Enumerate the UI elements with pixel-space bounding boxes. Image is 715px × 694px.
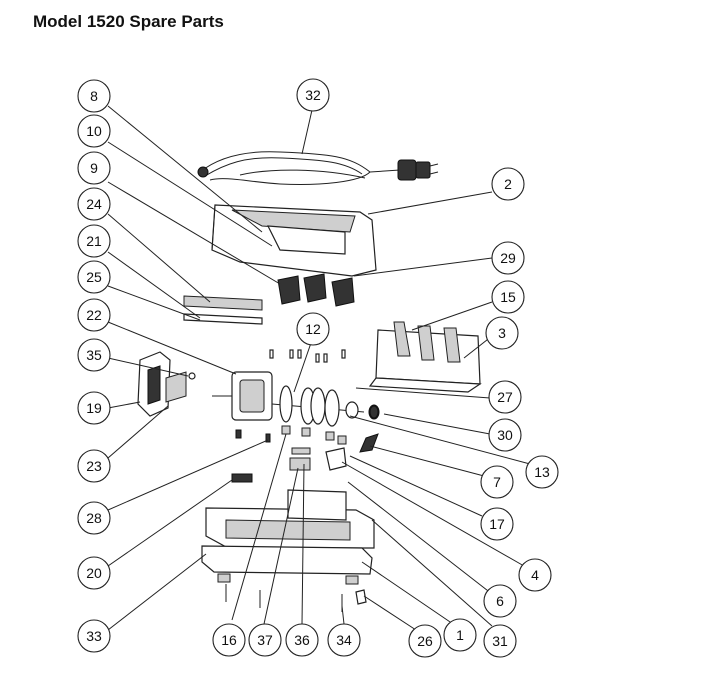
callout-32: 32 <box>296 78 330 112</box>
callout-label: 2 <box>504 176 512 192</box>
parts-layer <box>137 151 482 612</box>
feet-and-screws <box>217 573 367 612</box>
callout-19: 19 <box>77 391 111 425</box>
callout-24: 24 <box>77 187 111 221</box>
callout-label: 30 <box>497 427 513 443</box>
callout-3: 3 <box>485 316 519 350</box>
callout-label: 33 <box>86 628 102 644</box>
callout-label: 7 <box>493 474 501 490</box>
callout-34: 34 <box>327 623 361 657</box>
callout-2: 2 <box>491 167 525 201</box>
callout-label: 36 <box>294 632 310 648</box>
callout-label: 16 <box>221 632 237 648</box>
callout-label: 25 <box>86 269 102 285</box>
callout-label: 9 <box>90 160 98 176</box>
callout-20: 20 <box>77 556 111 590</box>
spring-strips <box>183 295 263 325</box>
callout-7: 7 <box>480 465 514 499</box>
callout-27: 27 <box>488 380 522 414</box>
callout-4: 4 <box>518 558 552 592</box>
callout-label: 17 <box>489 516 505 532</box>
guide-housing <box>368 321 482 393</box>
callout-28: 28 <box>77 501 111 535</box>
end-knob <box>369 405 379 419</box>
callout-label: 8 <box>90 88 98 104</box>
callout-label: 22 <box>86 307 102 323</box>
callout-label: 20 <box>86 565 102 581</box>
top-cover <box>211 204 377 277</box>
callout-label: 31 <box>492 633 508 649</box>
callout-label: 28 <box>86 510 102 526</box>
callout-36: 36 <box>285 623 319 657</box>
callout-label: 35 <box>86 347 102 363</box>
callout-label: 27 <box>497 389 513 405</box>
callout-label: 19 <box>86 400 102 416</box>
leader-lines <box>107 105 531 631</box>
callout-13: 13 <box>525 455 559 489</box>
power-cord <box>197 151 439 185</box>
callout-label: 24 <box>86 196 102 212</box>
motor <box>212 371 273 421</box>
callout-25: 25 <box>77 260 111 294</box>
callout-label: 4 <box>531 567 539 583</box>
callout-label: 23 <box>86 458 102 474</box>
callout-label: 6 <box>496 593 504 609</box>
callout-label: 34 <box>336 632 352 648</box>
callout-6: 6 <box>483 584 517 618</box>
callout-label: 32 <box>305 87 321 103</box>
callout-23: 23 <box>77 449 111 483</box>
callout-1: 1 <box>443 618 477 652</box>
callout-label: 12 <box>305 321 321 337</box>
callout-label: 3 <box>498 325 506 341</box>
callout-21: 21 <box>77 224 111 258</box>
callout-17: 17 <box>480 507 514 541</box>
callout-33: 33 <box>77 619 111 653</box>
callout-label: 1 <box>456 627 464 643</box>
callout-37: 37 <box>248 623 282 657</box>
bottom-plate <box>201 545 373 575</box>
callout-label: 37 <box>257 632 273 648</box>
callout-30: 30 <box>488 418 522 452</box>
callout-15: 15 <box>491 280 525 314</box>
callout-label: 10 <box>86 123 102 139</box>
callout-12: 12 <box>296 312 330 346</box>
spring-pins <box>269 349 346 363</box>
callout-29: 29 <box>491 241 525 275</box>
callout-22: 22 <box>77 298 111 332</box>
callout-label: 13 <box>534 464 550 480</box>
callout-26: 26 <box>408 624 442 658</box>
callout-9: 9 <box>77 151 111 185</box>
callout-10: 10 <box>77 114 111 148</box>
callout-label: 29 <box>500 250 516 266</box>
base-housing <box>205 473 375 549</box>
page-title: Model 1520 Spare Parts <box>33 12 224 31</box>
clips <box>289 433 379 471</box>
callout-8: 8 <box>77 79 111 113</box>
callout-16: 16 <box>212 623 246 657</box>
callout-label: 15 <box>500 289 516 305</box>
mounting-screws <box>235 425 347 445</box>
callouts-layer: 8 32 10 9 2 24 21 29 25 15 22 12 3 35 27… <box>77 78 559 658</box>
callout-35: 35 <box>77 338 111 372</box>
callout-31: 31 <box>483 624 517 658</box>
sharpening-guides <box>277 273 355 307</box>
fan-housing <box>137 351 196 417</box>
shaft-and-wheels <box>271 385 380 427</box>
callout-label: 26 <box>417 633 433 649</box>
callout-label: 21 <box>86 233 102 249</box>
